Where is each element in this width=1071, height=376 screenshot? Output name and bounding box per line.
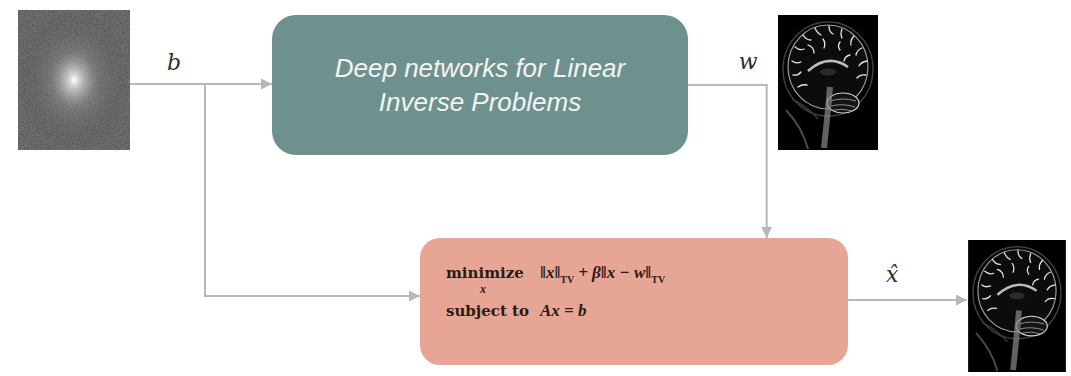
network-box: Deep networks for Linear Inverse Problem… — [272, 15, 688, 155]
signal-label: b — [165, 50, 183, 76]
norm-term: + β‖x − w‖ — [578, 263, 651, 282]
formula-row: Ax = b — [540, 300, 587, 322]
kspace-image — [18, 10, 130, 150]
constraint-equation: Ax = b — [540, 301, 587, 320]
objective-keyword: minimize — [446, 262, 524, 284]
constraint-keyword: subject to — [446, 300, 529, 322]
edge-label: w — [737, 49, 760, 75]
network-title: Deep networks for Linear Inverse Problem… — [310, 51, 650, 119]
reconstruction-image — [968, 240, 1066, 372]
estimate-label: x̂ — [884, 262, 900, 288]
norm-subscript: TV — [651, 274, 665, 285]
network-output-image — [778, 15, 878, 150]
norm-term: ‖x‖ — [540, 263, 560, 282]
flow-arrow — [688, 85, 767, 238]
optimization-box: ‖x‖TV+ β‖x − w‖TVAx = bminimizexsubject … — [420, 238, 848, 365]
formula-row: ‖x‖TV+ β‖x − w‖TV — [540, 262, 669, 284]
norm-subscript: TV — [560, 274, 574, 285]
optimization-variable: x — [480, 282, 486, 296]
